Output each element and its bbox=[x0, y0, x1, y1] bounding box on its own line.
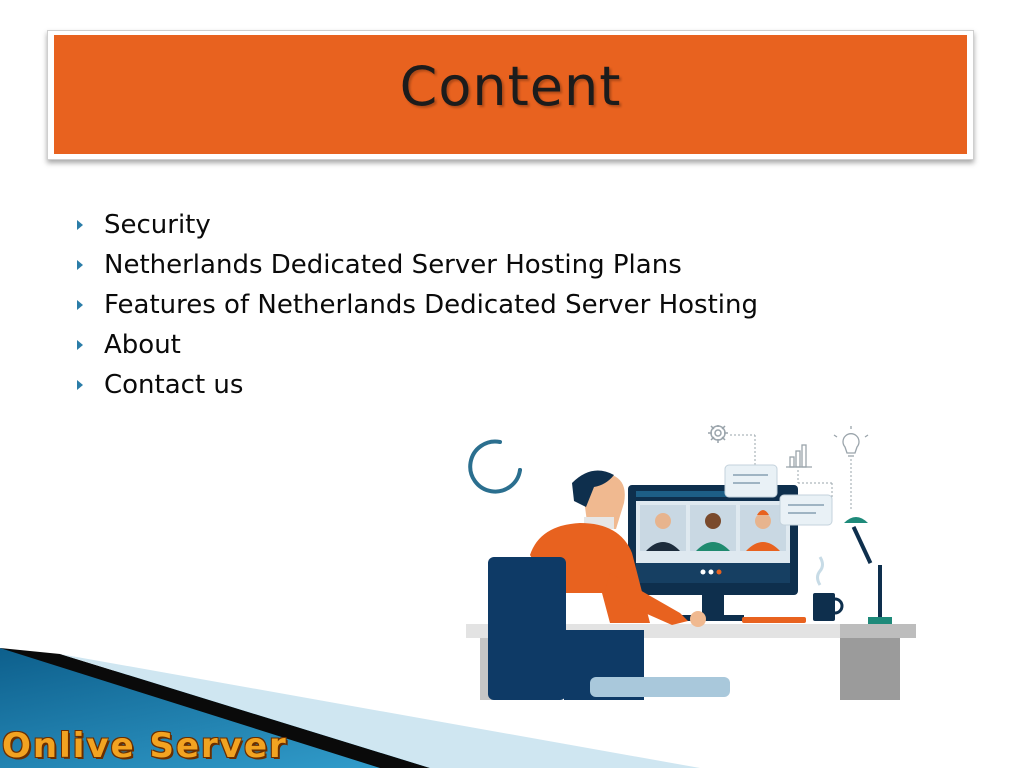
triangle-bullet-icon bbox=[77, 300, 83, 310]
list-item: Contact us bbox=[75, 365, 758, 405]
triangle-bullet-icon bbox=[77, 220, 83, 230]
slide-title: Content bbox=[399, 55, 622, 118]
brand-logo: Onlive Server bbox=[2, 726, 288, 766]
triangle-bullet-icon bbox=[77, 340, 83, 350]
bar-chart-icon bbox=[786, 444, 812, 468]
title-bar: Content bbox=[54, 35, 967, 154]
list-item: Features of Netherlands Dedicated Server… bbox=[75, 285, 758, 325]
list-item-label: Security bbox=[104, 210, 211, 240]
video-conference-illustration bbox=[466, 425, 916, 700]
triangle-bullet-icon bbox=[77, 380, 83, 390]
list-item-label: Contact us bbox=[104, 370, 244, 400]
list-item: Netherlands Dedicated Server Hosting Pla… bbox=[75, 245, 758, 285]
desk-lamp bbox=[844, 517, 892, 624]
lightbulb-icon bbox=[833, 426, 869, 457]
triangle-bullet-icon bbox=[77, 260, 83, 270]
gear-icon bbox=[708, 425, 728, 443]
content-list: Security Netherlands Dedicated Server Ho… bbox=[75, 205, 758, 405]
title-frame: Content bbox=[47, 30, 974, 160]
list-item-label: Features of Netherlands Dedicated Server… bbox=[104, 290, 758, 320]
footer-decoration bbox=[0, 648, 700, 768]
list-item: About bbox=[75, 325, 758, 365]
list-item: Security bbox=[75, 205, 758, 245]
list-item-label: About bbox=[104, 330, 181, 360]
video-participants bbox=[640, 505, 786, 551]
loading-ring-icon bbox=[468, 439, 522, 494]
list-item-label: Netherlands Dedicated Server Hosting Pla… bbox=[104, 250, 682, 280]
